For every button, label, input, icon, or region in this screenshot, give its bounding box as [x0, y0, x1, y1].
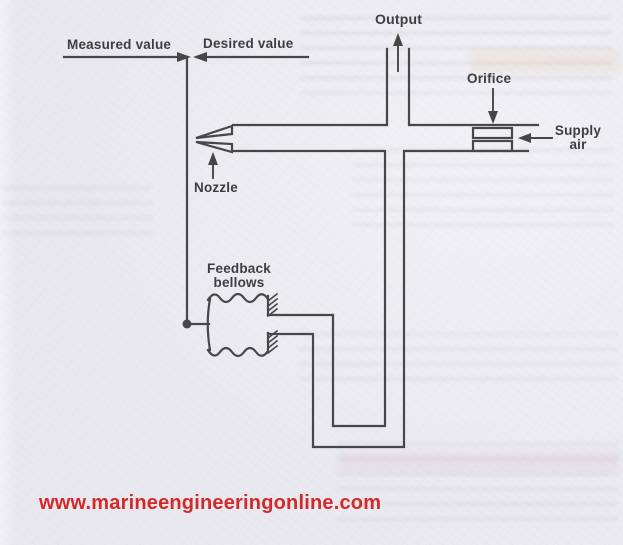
supply-air-label: Supply air [549, 124, 607, 152]
watermark-url-text: www.marineengineeringonline.com [39, 492, 382, 514]
bellows-top-convolution [206, 292, 270, 304]
arrow-left-icon [518, 133, 531, 143]
output-label: Output [375, 11, 423, 27]
nozzle-icon [195, 124, 234, 140]
feedback-duct-outer-wall [266, 149, 530, 449]
flapper-bellows-junction-dot [182, 319, 192, 329]
hatching-marks [266, 292, 279, 355]
feedback-duct-inner-wall [231, 149, 387, 428]
pipe-top-line-right [407, 47, 540, 127]
orifice-label: Orifice [467, 71, 512, 86]
supply-air-label-line1: Supply [554, 123, 602, 138]
orifice-block-bottom [471, 139, 514, 153]
arrow-left-icon [193, 52, 207, 62]
arrow-right-icon [177, 52, 191, 62]
arrow-down-icon [488, 111, 498, 124]
supply-air-label-line2: air [569, 137, 587, 152]
arrow-up-icon [393, 33, 403, 46]
bellows-bottom-convolution [206, 346, 270, 358]
arrow-up-icon [208, 152, 218, 165]
orifice-block-top [471, 126, 514, 140]
bellows-left-wall [206, 297, 212, 352]
pipe-top-line-left [231, 47, 389, 127]
feedback-bellows-label-line1: Feedback [207, 261, 271, 276]
nozzle-label: Nozzle [194, 180, 238, 195]
feedback-bellows-label: Feedback bellows [204, 262, 274, 290]
feedback-bellows-label-line2: bellows [213, 275, 265, 290]
nozzle-icon [195, 140, 234, 154]
desired-value-label: Desired value [203, 36, 294, 51]
measured-value-label: Measured value [67, 37, 172, 52]
